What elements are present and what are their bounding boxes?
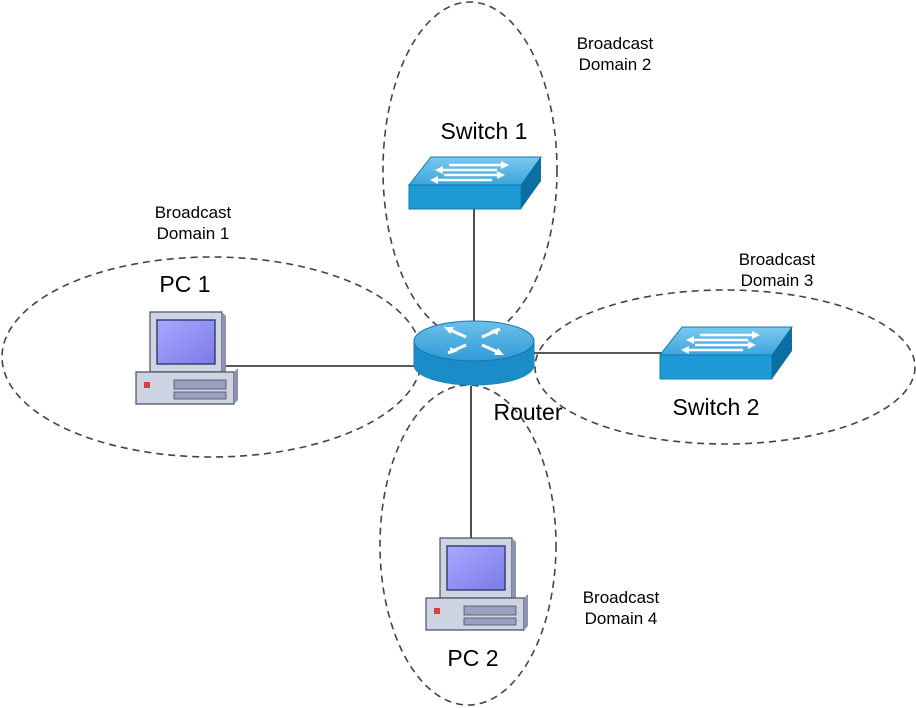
router-icon — [413, 320, 535, 386]
broadcast-domain-3-boundary — [534, 289, 916, 445]
broadcast-domain-3-label: Broadcast Domain 3 — [722, 249, 832, 291]
broadcast-domain-4-line2: Domain 4 — [584, 609, 658, 628]
pc-1-label: PC 1 — [159, 271, 211, 297]
pc-1-icon — [135, 311, 238, 405]
broadcast-domain-4-boundary — [379, 384, 557, 706]
switch-2-icon — [658, 326, 793, 380]
broadcast-domain-2-line1: Broadcast — [576, 34, 654, 53]
switch-1-icon — [407, 156, 542, 210]
broadcast-domain-3-line1: Broadcast — [738, 250, 816, 269]
broadcast-domain-1-line1: Broadcast — [154, 203, 232, 222]
switch-1-label: Switch 1 — [440, 118, 528, 144]
router-label: Router — [493, 399, 563, 425]
pc-2-icon — [425, 537, 528, 631]
broadcast-domain-2-label: Broadcast Domain 2 — [560, 33, 670, 75]
broadcast-domain-2-line2: Domain 2 — [578, 55, 652, 74]
broadcast-domain-1-line2: Domain 1 — [156, 224, 230, 243]
switch-2-label: Switch 2 — [672, 394, 760, 420]
broadcast-domain-4-line1: Broadcast — [582, 588, 660, 607]
broadcast-domain-4-label: Broadcast Domain 4 — [566, 587, 676, 629]
broadcast-domain-1-label: Broadcast Domain 1 — [138, 202, 248, 244]
pc-2-label: PC 2 — [447, 645, 499, 671]
broadcast-domain-3-line2: Domain 3 — [740, 271, 814, 290]
